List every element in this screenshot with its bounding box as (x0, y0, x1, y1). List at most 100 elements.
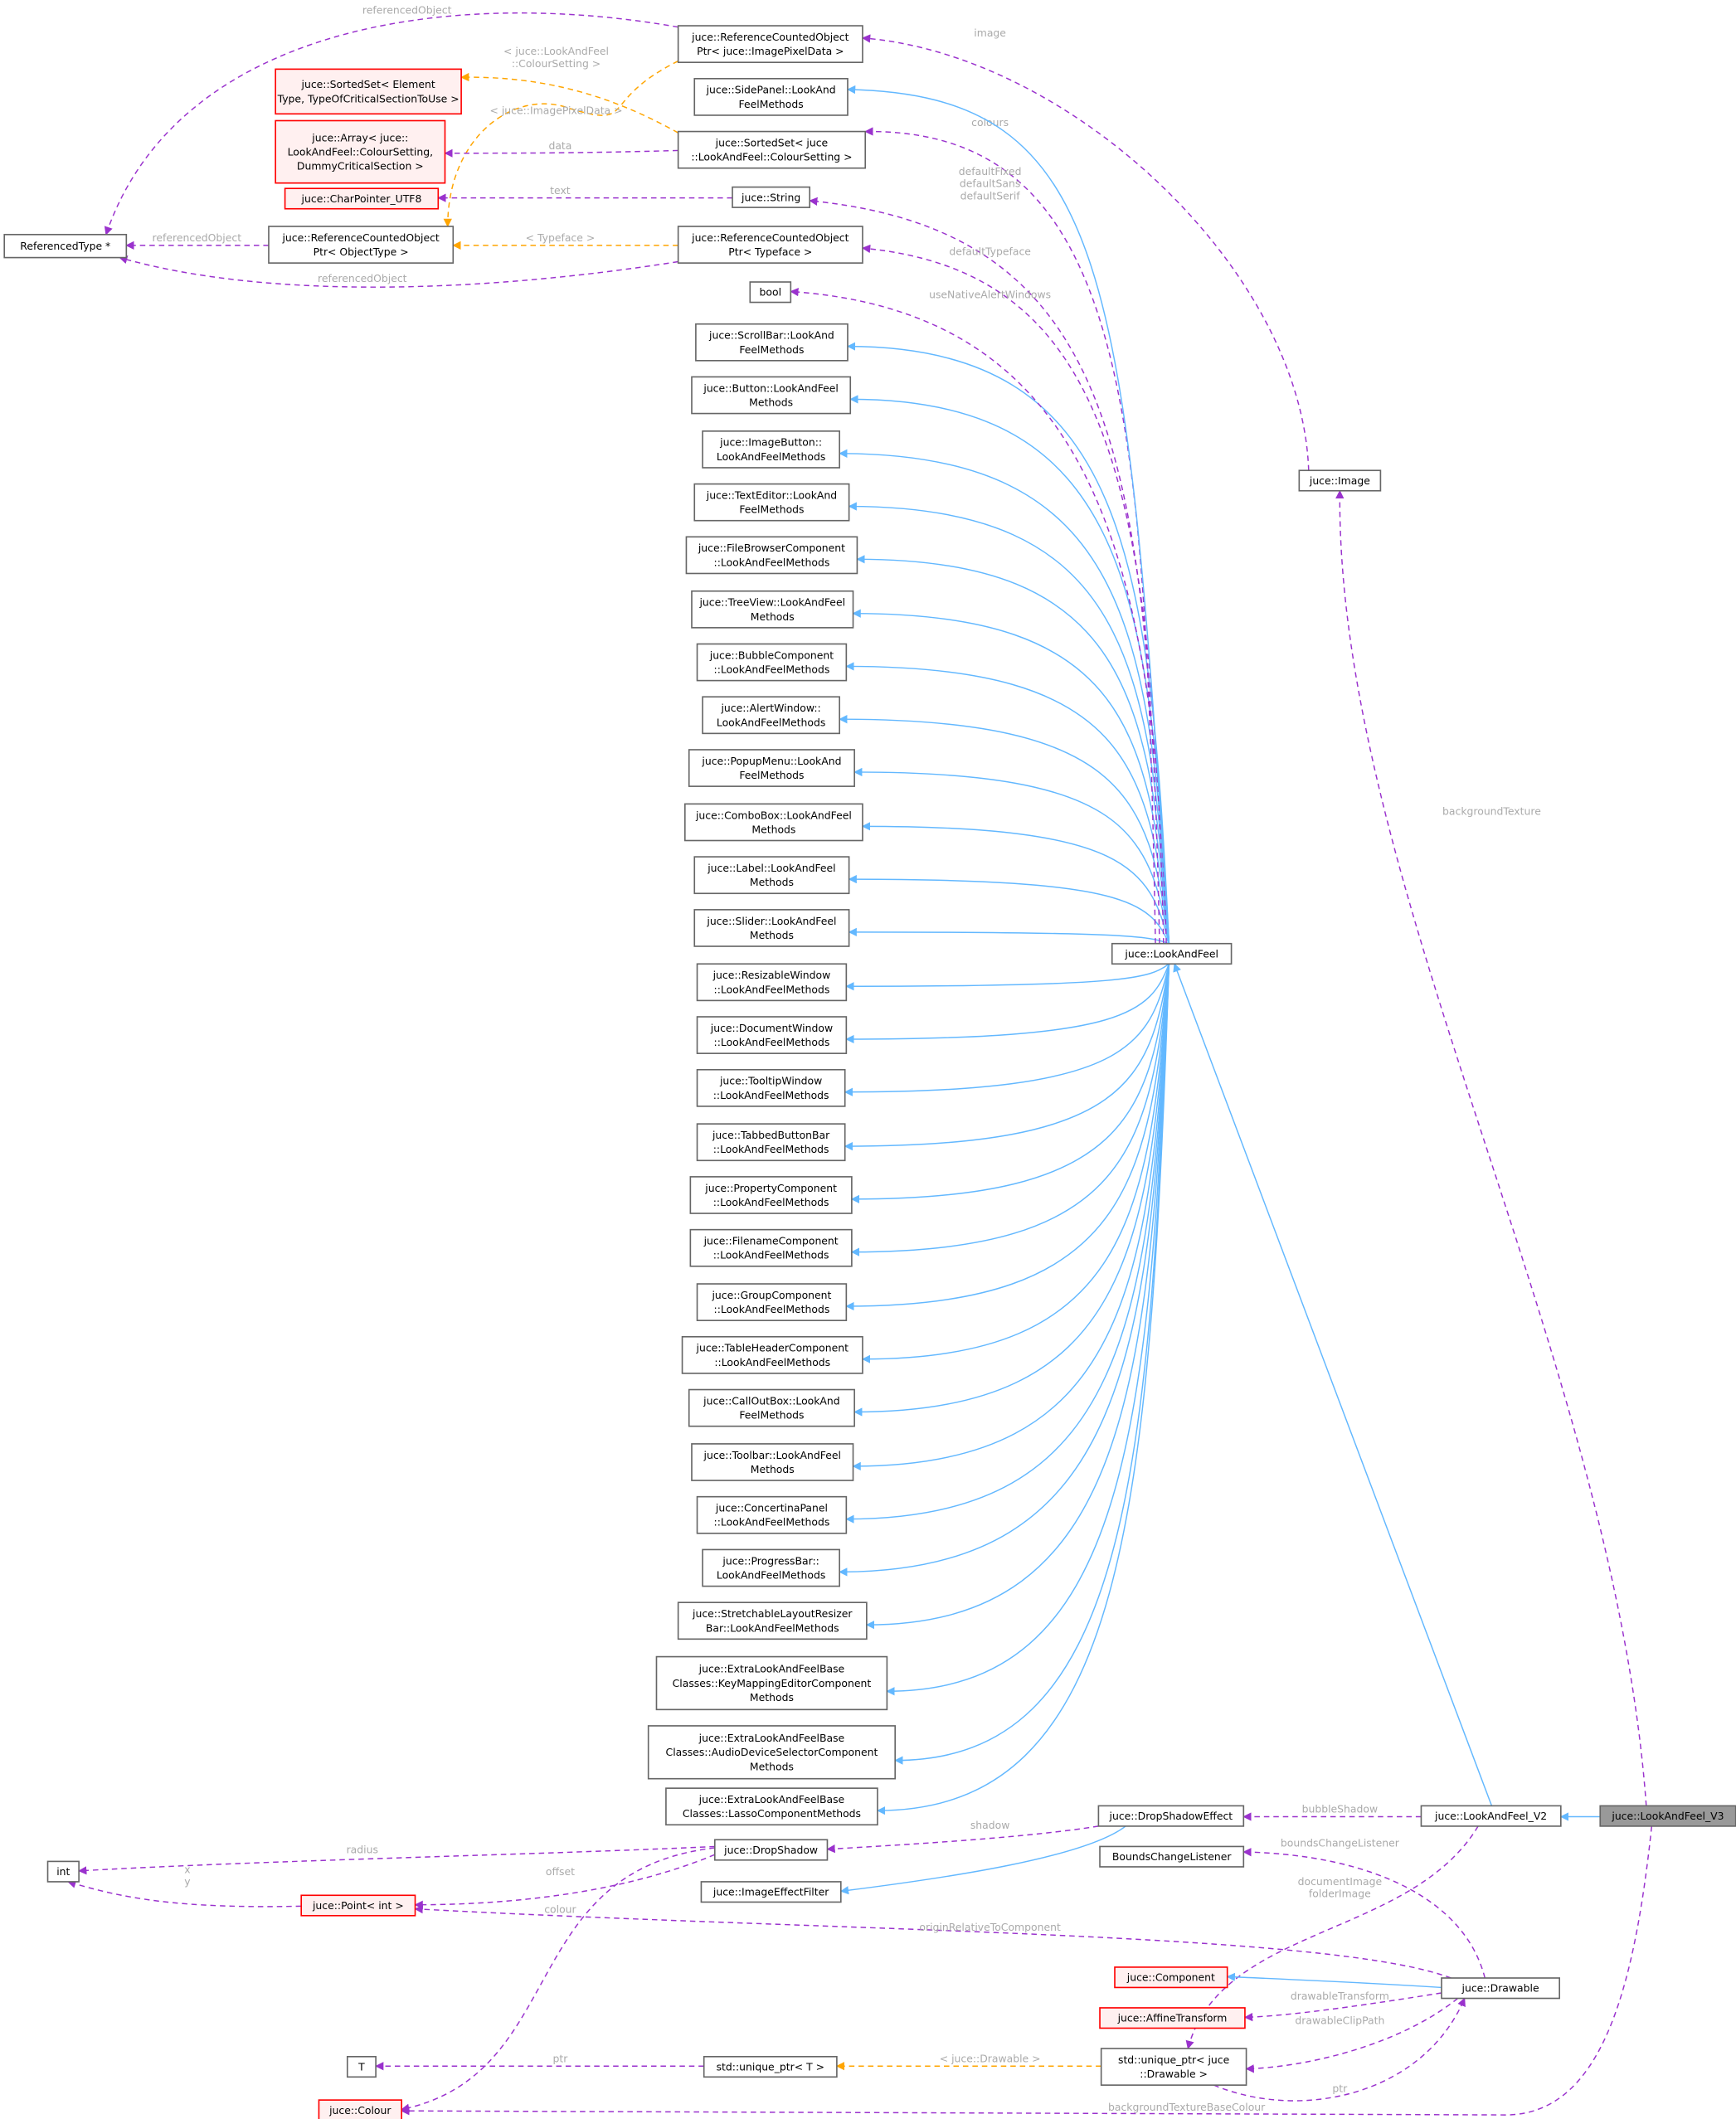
usage-edge (1335, 489, 1647, 1806)
class-node-rco-object-type-box (268, 226, 455, 264)
class-node-component[interactable]: juce::Component (1114, 1966, 1228, 1989)
class-node-methods[interactable]: juce::TreeView::LookAndFeelMethods (691, 590, 854, 629)
class-node-methods[interactable]: juce::Label::LookAndFeelMethods (693, 856, 850, 895)
class-node-methods-label: Methods (750, 929, 794, 941)
class-node-colour[interactable]: juce::Colour (318, 2099, 402, 2119)
edge-label: < juce::ImagePixelData > (490, 104, 623, 116)
class-node-methods[interactable]: juce::BubbleComponent::LookAndFeelMethod… (696, 643, 848, 682)
class-node-methods[interactable]: juce::PopupMenu::LookAndFeelMethods (688, 749, 855, 787)
class-node-methods[interactable]: juce::PropertyComponent::LookAndFeelMeth… (689, 1176, 853, 1214)
class-node-methods[interactable]: juce::ImageButton::LookAndFeelMethods (702, 430, 840, 469)
class-node-image-effect-filter[interactable]: juce::ImageEffectFilter (700, 1881, 842, 1903)
class-node-methods-label: Methods (750, 1760, 794, 1772)
class-node-methods[interactable]: juce::FilenameComponent::LookAndFeelMeth… (689, 1228, 853, 1267)
class-node-sorted-set-element-label: juce::SortedSet< Element (301, 78, 435, 90)
class-node-unique-ptr-drawable-label: std::unique_ptr< juce (1118, 2053, 1229, 2066)
class-node-unique-ptr-t[interactable]: std::unique_ptr< T > (703, 2055, 838, 2078)
inheritance-edge (886, 964, 1170, 1696)
class-node-bounds-change-listener[interactable]: BoundsChangeListener (1099, 1845, 1245, 1868)
edge-label: shadow (970, 1819, 1010, 1831)
class-node-methods[interactable]: juce::ComboBox::LookAndFeelMethods (684, 803, 863, 842)
class-node-methods[interactable]: juce::ExtraLookAndFeelBaseClasses::Lasso… (665, 1787, 878, 1826)
class-node-methods-label: Classes::KeyMappingEditorComponent (673, 1677, 872, 1689)
class-node-bool[interactable]: bool (749, 281, 792, 304)
class-node-laf-v3[interactable]: juce::LookAndFeel_V3 (1599, 1805, 1736, 1827)
class-node-referenced-type[interactable]: ReferencedType * (3, 233, 128, 259)
class-node-methods[interactable]: juce::TableHeaderComponent::LookAndFeelM… (681, 1335, 863, 1374)
edge-label: defaultSerif (960, 189, 1021, 202)
class-node-methods-label: Methods (750, 1691, 794, 1703)
class-node-methods-label: ::LookAndFeelMethods (714, 1516, 830, 1528)
class-node-methods-label: Classes::AudioDeviceSelectorComponent (666, 1746, 878, 1758)
class-node-methods[interactable]: juce::CallOutBox::LookAndFeelMethods (688, 1388, 855, 1427)
class-node-drawable-label: juce::Drawable (1461, 1982, 1539, 1995)
class-node-methods-label: juce::ConcertinaPanel (715, 1502, 828, 1514)
usage-edge (414, 1904, 1452, 1979)
class-node-string[interactable]: juce::String (732, 186, 811, 208)
class-node-methods-label: Methods (751, 610, 795, 623)
class-node-referenced-type-box (3, 233, 128, 259)
class-node-drop-shadow-effect[interactable]: juce::DropShadowEffect (1097, 1805, 1245, 1827)
class-node-methods-label: juce::CallOutBox::LookAnd (703, 1394, 839, 1407)
class-node-image[interactable]: juce::Image (1298, 469, 1382, 492)
class-node-int[interactable]: int (46, 1860, 80, 1883)
class-node-methods[interactable]: juce::FileBrowserComponent::LookAndFeelM… (685, 536, 858, 575)
class-node-methods-box (696, 963, 848, 1002)
class-node-drawable[interactable]: juce::Drawable (1441, 1977, 1561, 2000)
class-node-array-colour[interactable]: juce::Array< juce::LookAndFeel::ColourSe… (275, 119, 446, 184)
class-node-methods[interactable]: juce::AlertWindow::LookAndFeelMethods (702, 696, 840, 735)
class-node--t[interactable]: T (346, 2055, 377, 2078)
class-node-methods[interactable]: juce::Slider::LookAndFeelMethods (693, 909, 850, 947)
class-node-methods[interactable]: juce::StretchableLayoutResizerBar::LookA… (677, 1601, 868, 1640)
edge-label: < juce::LookAndFeel (503, 45, 609, 57)
class-node-methods-label: juce::TabbedButtonBar (712, 1129, 830, 1141)
class-node-sorted-set-colour[interactable]: juce::SortedSet< juce::LookAndFeel::Colo… (677, 130, 867, 169)
class-node-methods-box (688, 1388, 855, 1427)
edge-label: radius (347, 1844, 378, 1856)
class-node-side-panel[interactable]: juce::SidePanel::LookAndFeelMethods (693, 77, 849, 116)
class-node-methods[interactable]: juce::TabbedButtonBar::LookAndFeelMethod… (696, 1123, 846, 1162)
class-node-methods-box (655, 1655, 888, 1711)
class-node-methods[interactable]: juce::TooltipWindow::LookAndFeelMethods (696, 1068, 846, 1107)
class-node-methods[interactable]: juce::Button::LookAndFeelMethods (691, 376, 852, 415)
inheritance-edge (850, 964, 1170, 1204)
class-node-methods[interactable]: juce::ExtraLookAndFeelBaseClasses::KeyMa… (655, 1655, 888, 1711)
class-node-methods-label: ::LookAndFeelMethods (714, 556, 830, 568)
class-node-methods[interactable]: juce::Toolbar::LookAndFeelMethods (691, 1443, 854, 1481)
usage-edge (1185, 1825, 1479, 2049)
class-node-laf-v3-label: juce::LookAndFeel_V3 (1611, 1810, 1724, 1822)
class-node-bounds-change-listener-box (1099, 1845, 1245, 1868)
class-node-methods-label: ::LookAndFeelMethods (714, 663, 830, 676)
class-node-methods[interactable]: juce::ScrollBar::LookAndFeelMethods (695, 323, 849, 362)
class-node-rco-image-pixel-label: Ptr< juce::ImagePixelData > (697, 45, 844, 57)
class-node-methods-label: juce::FilenameComponent (703, 1235, 839, 1247)
class-node-methods[interactable]: juce::ConcertinaPanel::LookAndFeelMethod… (696, 1495, 848, 1534)
class-node-methods-box (696, 1068, 846, 1107)
class-node-methods-box (696, 1283, 848, 1321)
class-node-methods[interactable]: juce::ProgressBar::LookAndFeelMethods (702, 1548, 840, 1587)
class-node-methods[interactable]: juce::GroupComponent::LookAndFeelMethods (696, 1283, 848, 1321)
class-node-methods[interactable]: juce::ResizableWindow::LookAndFeelMethod… (696, 963, 848, 1002)
class-node-methods[interactable]: juce::TextEditor::LookAndFeelMethods (693, 483, 850, 522)
edge-label: colour (544, 1903, 576, 1916)
inheritance-edge (846, 85, 1170, 944)
class-node-methods[interactable]: juce::DocumentWindow::LookAndFeelMethods (696, 1016, 848, 1054)
class-node-laf-v2[interactable]: juce::LookAndFeel_V2 (1420, 1805, 1562, 1827)
class-node-methods-label: juce::ProgressBar:: (722, 1554, 819, 1567)
class-node-methods[interactable]: juce::ExtraLookAndFeelBaseClasses::Audio… (647, 1725, 897, 1780)
class-node-methods-label: juce::Label::LookAndFeel (707, 862, 835, 874)
class-node-look-and-feel[interactable]: juce::LookAndFeel (1111, 942, 1233, 965)
edge-label: useNativeAlertWindows (929, 289, 1051, 301)
class-node-point-int[interactable]: juce::Point< int > (300, 1894, 416, 1917)
class-node-char-pointer[interactable]: juce::CharPointer_UTF8 (284, 187, 440, 210)
class-node-drop-shadow[interactable]: juce::DropShadow (713, 1839, 829, 1861)
class-node-rco-image-pixel-box (677, 25, 863, 64)
class-node-image-effect-filter-label: juce::ImageEffectFilter (712, 1886, 829, 1898)
class-node-affine-transform[interactable]: juce::AffineTransform (1099, 2007, 1246, 2029)
class-node-unique-ptr-drawable[interactable]: std::unique_ptr< juce::Drawable > (1100, 2048, 1247, 2086)
